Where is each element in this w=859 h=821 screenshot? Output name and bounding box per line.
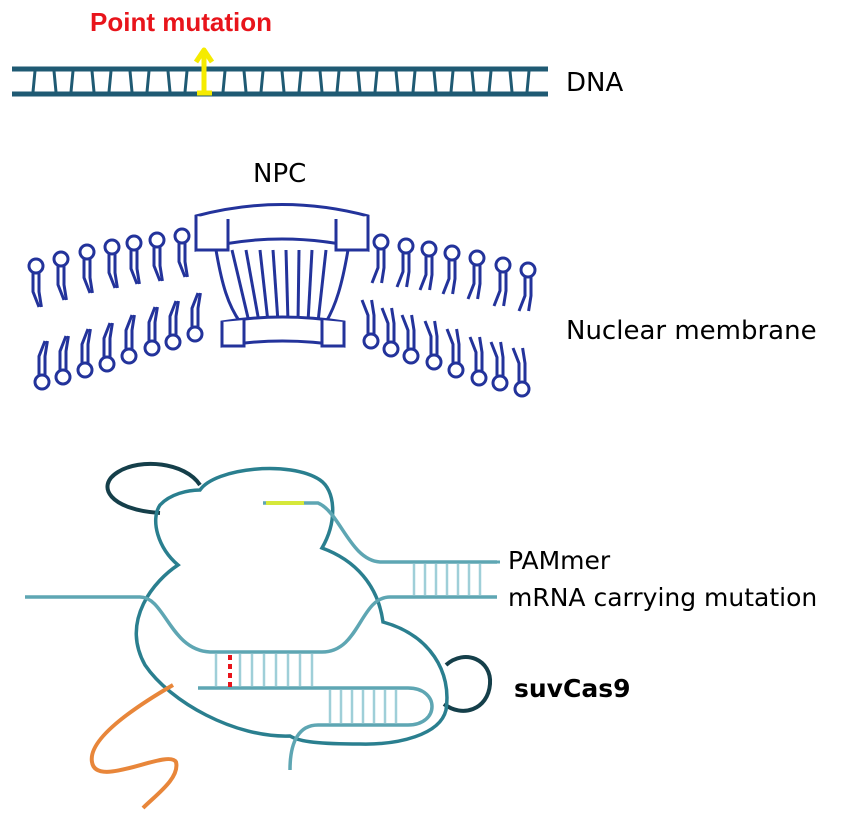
dna-base-pair bbox=[221, 70, 227, 93]
dna-base-pair bbox=[394, 70, 400, 93]
lipid-molecule bbox=[360, 299, 380, 350]
lipid-molecule bbox=[27, 257, 45, 308]
lipid-molecule bbox=[98, 322, 116, 373]
lipid-molecule bbox=[400, 314, 420, 365]
lipid-molecule bbox=[423, 320, 443, 371]
dna-base-pair bbox=[297, 70, 303, 93]
lipid-molecule bbox=[120, 314, 138, 365]
cas9-top-loop bbox=[105, 461, 202, 515]
lipid-molecule bbox=[143, 306, 161, 357]
npc-channel bbox=[214, 249, 350, 323]
guide-rna-strand bbox=[198, 686, 434, 771]
lipid-molecule bbox=[517, 261, 537, 312]
lipid-molecule bbox=[468, 336, 488, 387]
npc-spoke bbox=[306, 249, 314, 323]
dna-base-pairs bbox=[31, 70, 531, 93]
dna-base-pair bbox=[107, 70, 113, 93]
lipid-molecule bbox=[173, 227, 191, 278]
lipid-molecule bbox=[76, 328, 94, 379]
npc-spoke bbox=[284, 249, 290, 323]
nuclear-membrane-bilayer bbox=[27, 227, 537, 398]
lipid-molecule bbox=[78, 243, 96, 294]
lipid-molecule bbox=[492, 256, 512, 307]
dna-base-pair bbox=[449, 70, 455, 93]
npc-spoke bbox=[316, 249, 328, 323]
npc-spoke bbox=[258, 249, 270, 323]
lipid-molecule bbox=[370, 233, 390, 284]
mrna-label: mRNA carrying mutation bbox=[508, 583, 817, 612]
dna-label: DNA bbox=[566, 68, 623, 98]
lipid-molecule bbox=[395, 237, 415, 288]
dna-base-pair bbox=[335, 70, 341, 93]
npc-spoke bbox=[244, 249, 261, 323]
point-mutation-marker bbox=[193, 47, 215, 96]
mrna-guide-base-pairs bbox=[214, 654, 314, 686]
pammer-base-pairs bbox=[412, 564, 482, 595]
dna-base-pair bbox=[183, 70, 189, 93]
lipid-molecule bbox=[186, 292, 204, 343]
lipid-molecule bbox=[164, 300, 182, 351]
dna-base-pair bbox=[508, 70, 514, 93]
mutation-arrow-icon bbox=[193, 47, 215, 64]
npc-label: NPC bbox=[253, 159, 306, 189]
cas9-linker-tail bbox=[89, 683, 179, 810]
lipid-molecule bbox=[148, 231, 166, 282]
lipid-molecule bbox=[380, 307, 400, 358]
dna-base-pair bbox=[411, 70, 417, 93]
pammer-label: PAMmer bbox=[508, 546, 611, 575]
suvcas9-label: suvCas9 bbox=[514, 674, 630, 703]
dna-base-pair bbox=[128, 70, 134, 93]
lipid-molecule bbox=[125, 234, 143, 285]
dna-base-pair bbox=[259, 70, 265, 93]
lipid-molecule bbox=[441, 244, 461, 295]
npc-complex bbox=[194, 203, 370, 348]
dna-base-pair bbox=[356, 70, 362, 93]
lipid-molecule bbox=[489, 341, 509, 392]
dna-base-pair bbox=[432, 70, 438, 93]
dna-base-pair bbox=[90, 70, 96, 93]
cas9-right-loop bbox=[442, 655, 493, 713]
point-mutation-label: Point mutation bbox=[90, 7, 272, 37]
lipid-molecule bbox=[103, 238, 121, 289]
dna-base-pair bbox=[470, 70, 476, 93]
lipid-molecule bbox=[445, 328, 465, 379]
cas9-protein-body bbox=[134, 466, 449, 746]
dna-base-pair bbox=[318, 70, 324, 93]
dna-base-pair bbox=[242, 70, 248, 93]
guide-hairpin-base-pairs bbox=[328, 690, 398, 723]
npc-spoke bbox=[271, 249, 280, 323]
dna-base-pair bbox=[487, 70, 493, 93]
dna-base-pair bbox=[280, 70, 286, 93]
dna-base-pair bbox=[166, 70, 172, 93]
lipid-molecule bbox=[511, 347, 531, 398]
nuclear-membrane-label: Nuclear membrane bbox=[566, 316, 817, 346]
lipid-molecule bbox=[54, 335, 72, 386]
suvcas9-complex bbox=[25, 461, 497, 810]
dna-base-pair bbox=[69, 70, 75, 93]
lipid-molecule bbox=[33, 340, 51, 391]
mrna-strand bbox=[25, 595, 497, 654]
lipid-molecule bbox=[418, 240, 438, 291]
dna-base-pair bbox=[52, 70, 58, 93]
lipid-molecule bbox=[52, 250, 70, 301]
dna-base-pair bbox=[525, 70, 531, 93]
npc-spoke bbox=[296, 249, 301, 323]
lipid-molecule bbox=[466, 249, 486, 300]
dna-base-pair bbox=[145, 70, 151, 93]
pammer-strand bbox=[263, 501, 497, 564]
dna-helix bbox=[12, 66, 548, 97]
dna-base-pair bbox=[31, 70, 37, 93]
dna-base-pair bbox=[373, 70, 379, 93]
npc-spoke bbox=[230, 249, 251, 323]
